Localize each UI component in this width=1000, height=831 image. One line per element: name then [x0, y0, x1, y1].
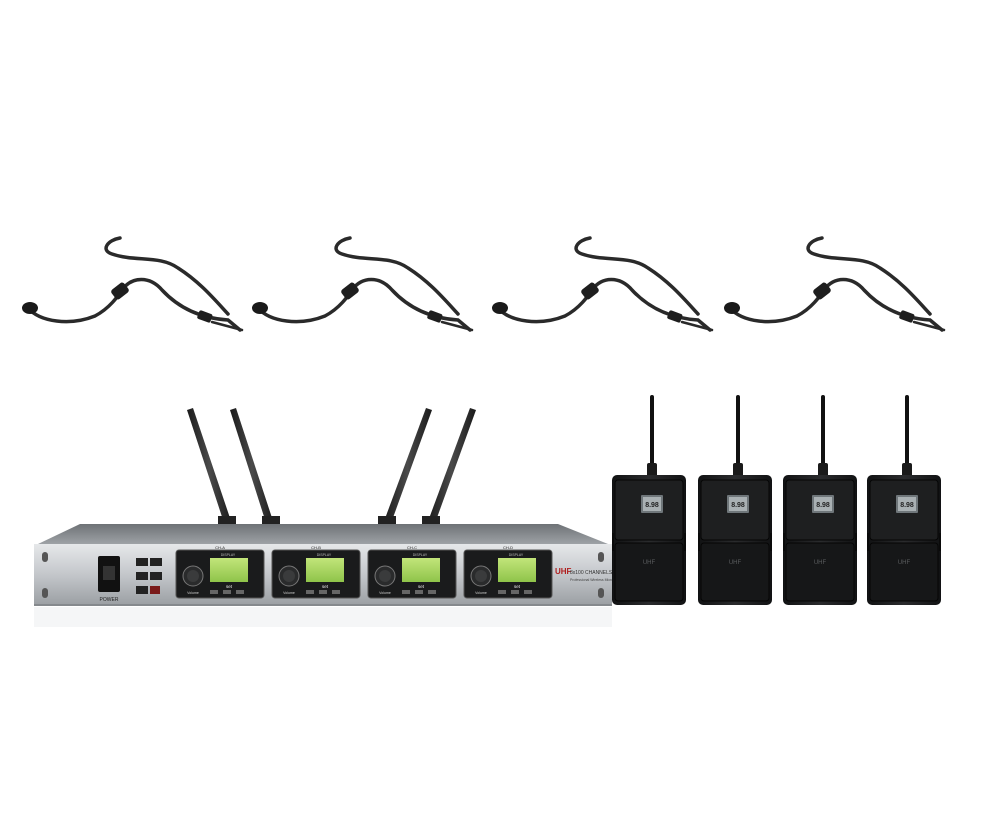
channel-module-4: CH-D DISPLAY Volume set [463, 545, 553, 599]
headset-4 [722, 236, 946, 332]
channel-module-3: CH-C DISPLAY Volume set [367, 545, 457, 599]
set-label: set [322, 584, 329, 589]
volume-label: Volume [475, 591, 487, 595]
channel-button[interactable] [524, 590, 532, 594]
channel-label: CH-B [311, 545, 321, 550]
channel-lcd [498, 558, 536, 582]
channel-lcd [306, 558, 344, 582]
bodypack-lcd-text: 8.98 [816, 502, 830, 509]
bodypack-lcd-text: 8.98 [731, 502, 745, 509]
headset-microphones [20, 236, 946, 332]
channel-button[interactable] [511, 590, 519, 594]
channel-label: CH-D [503, 545, 513, 550]
channel-button[interactable] [223, 590, 231, 594]
channel-button[interactable] [306, 590, 314, 594]
channel-button[interactable] [236, 590, 244, 594]
bodypack-brand: UHF [898, 560, 911, 566]
power-label: POWER [100, 597, 119, 603]
set-label: set [226, 584, 233, 589]
channel-button[interactable] [319, 590, 327, 594]
receiver: POWER CH-A DISPLAY Volume set CH-B DISPLAY Vol… [34, 408, 623, 627]
channel-button[interactable] [415, 590, 423, 594]
display-label: DISPLAY [317, 553, 332, 557]
receiver-antennas [187, 408, 476, 526]
channel-button[interactable] [428, 590, 436, 594]
headset-1 [20, 236, 244, 332]
channel-button[interactable] [498, 590, 506, 594]
channel-lcd [210, 558, 248, 582]
display-label: DISPLAY [509, 553, 524, 557]
channel-module-2: CH-B DISPLAY Volume set [271, 545, 361, 599]
channel-button[interactable] [210, 590, 218, 594]
channel-label: CH-A [215, 545, 225, 550]
bodypack-lcd-text: 8.98 [900, 502, 914, 509]
volume-label: Volume [283, 591, 295, 595]
channel-button[interactable] [332, 590, 340, 594]
volume-label: Volume [187, 591, 199, 595]
channel-module-1: CH-A DISPLAY Volume set [175, 545, 265, 599]
receiver-brand-subtitle-2: Professional Wireless Microphone [570, 578, 623, 582]
receiver-brand-subtitle: 8x100 CHANNELS [570, 570, 613, 576]
bodypack-brand: UHF [814, 560, 827, 566]
display-label: DISPLAY [413, 553, 428, 557]
headset-3 [490, 236, 714, 332]
receiver-brand: UHF [555, 567, 572, 576]
headset-2 [250, 236, 474, 332]
set-label: set [418, 584, 425, 589]
set-label: set [514, 584, 521, 589]
bodypack-brand: UHF [729, 560, 742, 566]
channel-lcd [402, 558, 440, 582]
bodypack-brand: UHF [643, 560, 656, 566]
channel-button[interactable] [402, 590, 410, 594]
bodypack-lcd-text: 8.98 [645, 502, 659, 509]
display-label: DISPLAY [221, 553, 236, 557]
volume-label: Volume [379, 591, 391, 595]
channel-label: CH-C [407, 545, 417, 550]
